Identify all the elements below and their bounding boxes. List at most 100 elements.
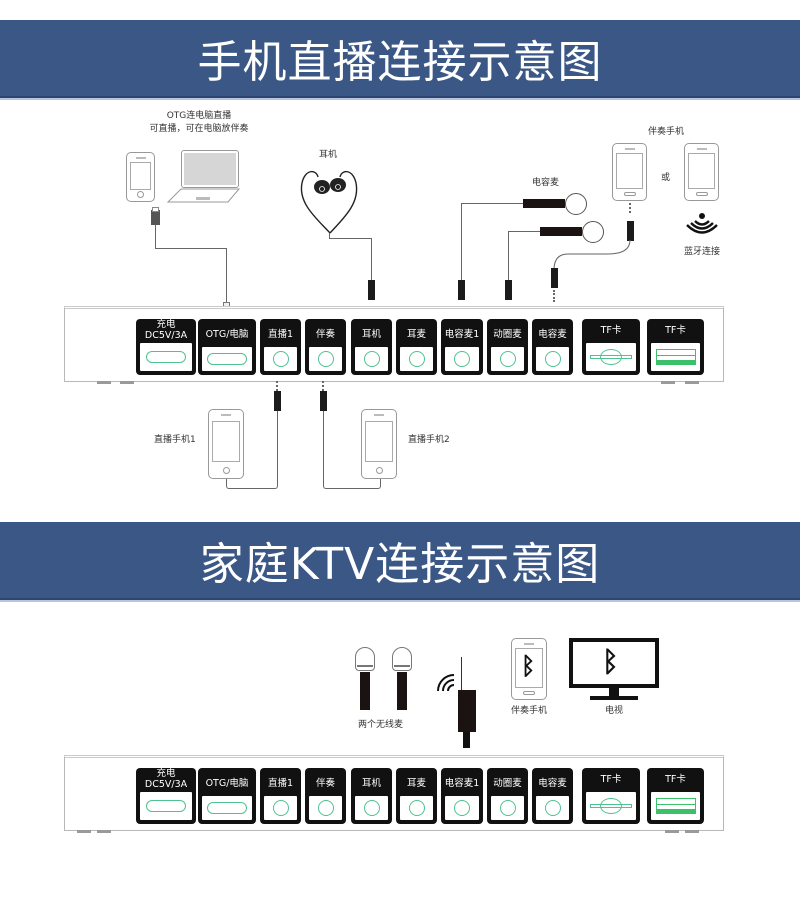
port-sublabel: DC5V/3A [144,779,188,790]
bluetooth-waves-icon [686,213,718,234]
ktv-accompany-phone-icon: ᛒ [511,638,547,700]
condenser-mic-1-head-icon [565,193,587,215]
receiver-plug [463,732,470,748]
audio-jack-icon [499,351,516,367]
section-title-text: 手机直播连接示意图 [197,37,603,88]
section-title-home-ktv: 家庭KTV连接示意图 [0,522,800,602]
bluetooth-label: 蓝牙连接 [684,247,721,257]
condenser-mic-1-plug-icon [458,280,465,300]
live-phone-2-icon [361,409,397,479]
port-condenser-mic-1[interactable]: 电容麦1 [441,768,483,824]
audio-jack-icon [408,800,425,816]
tf-card-icon [655,798,696,814]
port-label: 充电 [156,319,176,330]
condenser-mic-1-body [523,199,565,208]
port-label: 耳机 [361,777,381,789]
section-title-live-streaming: 手机直播连接示意图 [0,20,800,100]
port-label: TF卡 [665,324,686,336]
port-label: 耳麦 [406,328,426,340]
port-label: TF卡 [600,773,622,785]
port-label: 充电 [156,768,176,779]
live-phone-2-label: 直播手机2 [408,435,450,445]
port-label: 电容麦1 [444,328,480,340]
port-label: 伴奏 [315,777,335,789]
port-otg[interactable]: OTG/电脑 [198,319,256,375]
otg-cable-drop [226,248,227,306]
earphone-plug-icon [368,280,375,300]
otg-cable [155,225,227,249]
audio-jack-icon [544,351,561,367]
section-title-text: 家庭KTV连接示意图 [199,539,601,590]
usb-c-port-icon [207,353,247,365]
accompany-phone-label: 伴奏手机 [648,127,685,137]
port-earphone[interactable]: 耳机 [351,768,392,824]
audio-jack-icon [272,800,289,816]
live1-jack-tip [276,381,278,391]
accompany-phone-icon [612,143,647,201]
port-sublabel: DC5V/3A [144,330,188,341]
port-label: 直播1 [267,328,294,340]
live-1-plug-icon [274,391,281,411]
port-label: TF卡 [600,324,622,336]
otg-caption-line2: 可直播，可在电脑放伴奏 [149,124,249,134]
port-accompaniment[interactable]: 伴奏 [305,319,346,375]
port-accompaniment[interactable]: 伴奏 [305,768,346,824]
port-label: 耳机 [361,328,381,340]
port-headset-mic[interactable]: 耳麦 [396,768,437,824]
bluetooth-phone-icon [684,143,719,201]
port-headset-mic[interactable]: 耳麦 [396,319,437,375]
condenser-mic-2-head-icon [582,221,604,243]
audio-jack-icon [408,351,425,367]
port-live-1[interactable]: 直播1 [260,319,301,375]
port-earphone[interactable]: 耳机 [351,319,392,375]
port-label: TF卡 [665,773,686,785]
audio-jack-icon [363,351,380,367]
usb-c-port-icon [146,351,186,363]
port-tf-card-1[interactable]: TF卡 [582,768,640,824]
ktv-accompany-phone-label: 伴奏手机 [511,706,548,716]
port-otg[interactable]: OTG/电脑 [198,768,256,824]
earphone-icon [300,170,358,234]
audio-jack-icon [317,800,334,816]
accompany-plug-lower-icon [551,268,558,288]
port-condenser-mic-1[interactable]: 电容麦1 [441,319,483,375]
condenser-mic-2-cable [508,231,540,281]
port-tf-card-2[interactable]: TF卡 [647,768,704,824]
audio-jack-icon [499,800,516,816]
port-condenser-mic[interactable]: 电容麦 [532,319,573,375]
condenser-mic-label: 电容麦 [532,178,560,188]
audio-jack-icon [272,351,289,367]
port-label: 动圈麦 [493,777,522,789]
live-2-plug-icon [320,391,327,411]
usb-c-port-icon [146,800,186,812]
port-condenser-mic[interactable]: 电容麦 [532,768,573,824]
port-dynamic-mic[interactable]: 动圈麦 [487,768,528,824]
accompany-jack-tip [629,203,631,213]
port-label: 耳麦 [406,777,426,789]
earphone-cable-a [329,233,330,239]
audio-jack-icon [544,800,561,816]
wireless-mics-label: 两个无线麦 [358,720,404,730]
audio-jack-icon [363,800,380,816]
condenser-mic-1-cable [461,203,523,283]
audio-jack-icon [317,351,334,367]
tf-slot-icon [586,798,636,814]
port-tf-card-2[interactable]: TF卡 [647,319,704,375]
port-tf-card-1[interactable]: TF卡 [582,319,640,375]
port-label: OTG/电脑 [205,777,249,789]
accompany-cable [553,240,631,270]
port-live-1[interactable]: 直播1 [260,768,301,824]
port-dynamic-mic[interactable]: 动圈麦 [487,319,528,375]
usb-plug-icon [151,210,160,225]
earphone-label: 耳机 [319,150,338,160]
port-label: OTG/电脑 [205,328,249,340]
otg-caption-line1: OTG连电脑直播 [166,111,232,121]
port-label: 电容麦 [538,328,567,340]
bluetooth-icon: ᛒ [521,652,536,680]
wireless-receiver-icon [458,690,476,732]
or-label: 或 [661,173,671,183]
condenser-mic-2-plug-icon [505,280,512,300]
